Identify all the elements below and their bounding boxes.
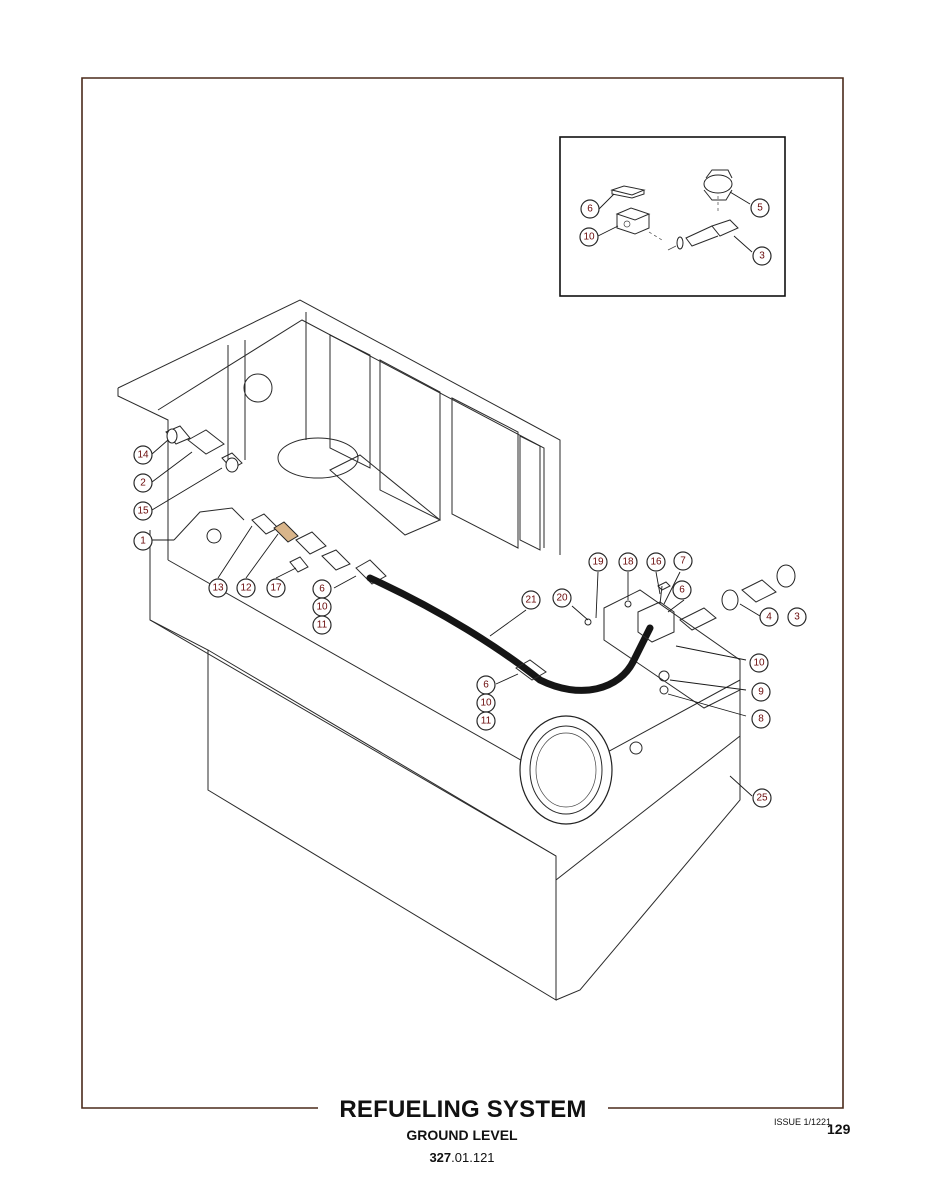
callout: 13 xyxy=(208,578,228,598)
callout: 18 xyxy=(618,552,638,572)
callout: 20 xyxy=(552,588,572,608)
page-number: 129 xyxy=(827,1121,851,1137)
svg-text:6: 6 xyxy=(319,584,325,595)
inset-callout: 10 xyxy=(579,227,599,247)
inset-callout: 3 xyxy=(752,246,772,266)
svg-text:13: 13 xyxy=(212,583,224,594)
callout: 21 xyxy=(521,590,541,610)
callout: 7 xyxy=(673,551,693,571)
callout: 6 xyxy=(312,579,332,599)
hose xyxy=(366,574,654,694)
inset-detail xyxy=(559,136,786,297)
svg-text:11: 11 xyxy=(317,620,328,631)
svg-text:2: 2 xyxy=(140,478,146,489)
callout: 10 xyxy=(476,693,496,713)
inset-callout: 5 xyxy=(750,198,770,218)
callout: 10 xyxy=(749,653,769,673)
fuel-tank-assembly xyxy=(117,299,741,1001)
svg-text:8: 8 xyxy=(758,714,764,725)
right-components xyxy=(584,564,796,695)
callout: 8 xyxy=(751,709,771,729)
svg-text:12: 12 xyxy=(240,583,252,594)
svg-text:6: 6 xyxy=(483,680,489,691)
diagram-subtitle: GROUND LEVEL xyxy=(406,1127,518,1143)
svg-text:7: 7 xyxy=(680,556,686,567)
callout: 16 xyxy=(646,552,666,572)
svg-text:10: 10 xyxy=(583,232,595,243)
svg-text:14: 14 xyxy=(137,450,149,461)
callout: 25 xyxy=(752,788,772,808)
callout: 4 xyxy=(759,607,779,627)
callout: 11 xyxy=(476,711,496,731)
svg-text:4: 4 xyxy=(766,612,772,623)
callout: 1 xyxy=(133,531,153,551)
svg-text:6: 6 xyxy=(679,585,685,596)
callout: 11 xyxy=(312,615,332,635)
svg-text:17: 17 xyxy=(270,583,282,594)
drawing-code-rest: .01.121 xyxy=(451,1150,495,1165)
inset-callout: 6 xyxy=(580,199,600,219)
svg-text:21: 21 xyxy=(525,595,537,606)
svg-text:15: 15 xyxy=(137,506,149,517)
svg-text:25: 25 xyxy=(756,793,768,804)
svg-text:10: 10 xyxy=(480,698,492,709)
svg-text:3: 3 xyxy=(759,251,765,262)
hose-clamp xyxy=(515,659,547,681)
svg-text:20: 20 xyxy=(556,593,568,604)
callout: 14 xyxy=(133,445,153,465)
svg-text:1: 1 xyxy=(140,536,146,547)
callout: 6 xyxy=(476,675,496,695)
callout: 9 xyxy=(751,682,771,702)
callout: 2 xyxy=(133,473,153,493)
diagram-title: REFUELING SYSTEM xyxy=(339,1096,587,1123)
callout: 17 xyxy=(266,578,286,598)
svg-text:19: 19 xyxy=(592,557,604,568)
callout: 19 xyxy=(588,552,608,572)
svg-text:6: 6 xyxy=(587,204,593,215)
svg-text:18: 18 xyxy=(622,557,634,568)
callout: 12 xyxy=(236,578,256,598)
drawing-code-bold: 327 xyxy=(429,1150,452,1165)
drawing-code: 327.01.121 xyxy=(412,1150,512,1165)
svg-text:16: 16 xyxy=(650,557,662,568)
svg-text:10: 10 xyxy=(316,602,328,613)
page-border xyxy=(81,77,844,1109)
callout: 10 xyxy=(312,597,332,617)
callout: 3 xyxy=(787,607,807,627)
svg-text:3: 3 xyxy=(794,612,800,623)
issue-label: ISSUE 1/1221 xyxy=(774,1117,832,1127)
callout: 15 xyxy=(133,501,153,521)
svg-text:9: 9 xyxy=(758,687,764,698)
callout: 6 xyxy=(672,580,692,600)
svg-text:11: 11 xyxy=(481,716,492,727)
svg-text:5: 5 xyxy=(757,203,763,214)
svg-text:10: 10 xyxy=(753,658,765,669)
left-components xyxy=(165,425,387,585)
leader-lines xyxy=(151,191,761,797)
